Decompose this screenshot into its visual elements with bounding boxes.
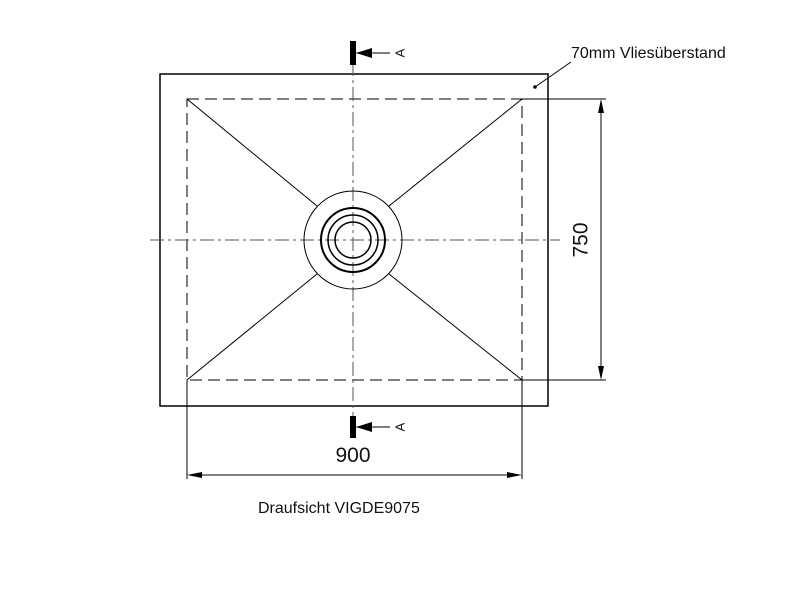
drain-ring-outer: [320, 207, 386, 273]
fleece-overhang-annotation: 70mm Vliesüberstand: [571, 45, 726, 62]
height-dimension: [522, 98, 606, 381]
center-lines: [150, 62, 560, 416]
drain-ring-middle: [327, 214, 379, 266]
drawing-caption: Draufsicht VIGDE9075: [258, 500, 420, 517]
section-label-top: A: [392, 48, 407, 57]
drain-ring-inner: [334, 221, 372, 259]
drain-flange: [303, 190, 403, 290]
section-label-bottom: A: [392, 422, 407, 431]
drain: [303, 190, 403, 290]
section-marker-bottom: A: [350, 416, 407, 438]
width-dimension: [186, 380, 523, 479]
section-marker-top: A: [350, 41, 407, 65]
slope-lines: [186, 98, 523, 381]
annotation-leader: [533, 61, 572, 89]
height-dimension-label: 750: [570, 222, 593, 257]
width-dimension-label: 900: [335, 444, 370, 467]
